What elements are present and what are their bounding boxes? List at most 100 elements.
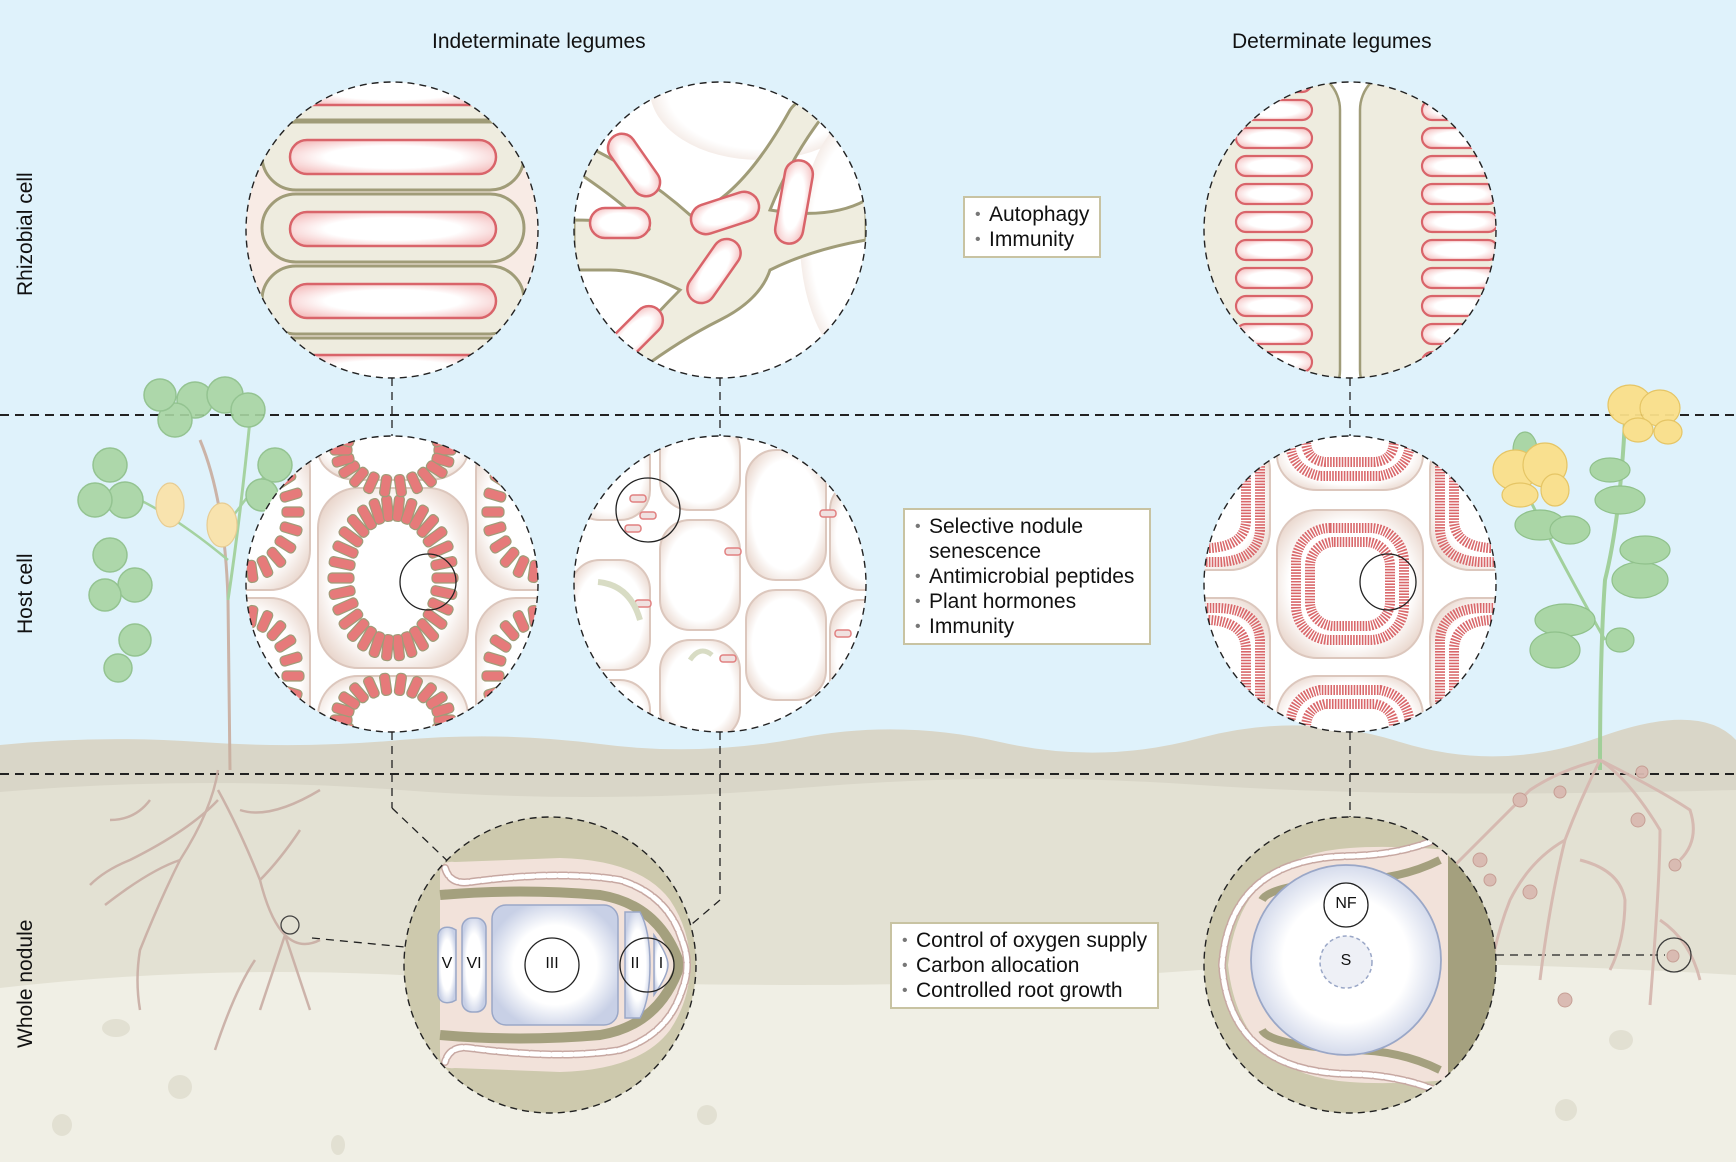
zone-label-nf: NF (1335, 895, 1357, 912)
bacteroid (512, 610, 530, 633)
bacteroid (425, 691, 448, 710)
host-processes-box: Selective nodule senescence Antimicrobia… (903, 508, 1151, 645)
bullet-item: Autophagy (975, 202, 1089, 227)
zone-label-i: I (658, 955, 664, 972)
title-indeterminate-legumes: Indeterminate legumes (432, 30, 646, 53)
bacteroid (274, 634, 297, 653)
bullet-item: Antimicrobial peptides (915, 564, 1139, 589)
bacteroid (1420, 182, 1496, 206)
bacteroid (338, 526, 364, 548)
bacteroid (338, 460, 361, 479)
rhizobial-senescence-circle (574, 82, 866, 378)
bacteroid (368, 497, 386, 525)
bacteroid (400, 497, 418, 525)
bacteroid (409, 504, 429, 531)
title-determinate-legumes: Determinate legumes (1232, 30, 1432, 53)
bacteroid (400, 631, 418, 659)
bacteroid (431, 572, 459, 584)
bacteroid (416, 618, 440, 642)
bullet-item: Plant hormones (915, 589, 1139, 614)
left-plant (77, 376, 321, 1051)
bacteroid (381, 633, 395, 662)
bullet-item: Control of oxygen supply (902, 928, 1147, 953)
bacteroid (489, 535, 512, 554)
zone-label-s: S (1340, 952, 1352, 969)
indeterminate-nodule-circle (404, 817, 696, 1113)
soil-pebbles (52, 1019, 1633, 1155)
bacteroid (483, 521, 507, 537)
bacteroid (379, 672, 393, 697)
bacteroid (362, 675, 380, 699)
bullet-item: Immunity (975, 227, 1089, 252)
bacteroid (393, 672, 407, 697)
bacteroid (281, 506, 305, 518)
bacteroid (499, 546, 520, 568)
host-indeterminate-circle (246, 436, 538, 732)
bacteroid (391, 633, 405, 662)
bacteroid (332, 597, 359, 616)
bacteroid (327, 572, 355, 584)
bullet-item: Controlled root growth (902, 978, 1147, 1003)
bacteroid (1234, 154, 1314, 178)
bacteroid (357, 625, 377, 652)
bacteroid (1234, 238, 1314, 262)
bacteroid (417, 466, 437, 488)
bacteroid (406, 471, 424, 495)
bacteroid (266, 620, 287, 642)
bacteroid (328, 585, 356, 601)
bacteroid (256, 555, 274, 578)
bacteroid (1234, 210, 1314, 234)
bacteroid (499, 620, 520, 642)
right-plant (1448, 384, 1702, 1016)
bacteroid (1420, 266, 1496, 290)
bacteroid (346, 514, 370, 538)
bacteroid (357, 504, 377, 531)
bacteroid (1234, 294, 1314, 318)
bacteroid (483, 651, 507, 667)
bacteroid (368, 631, 386, 659)
bacteroid (279, 521, 303, 537)
right-root-nodule-marker (1656, 937, 1692, 973)
bacteroid (279, 651, 303, 667)
bacteroid (1234, 266, 1314, 290)
bacteroid (393, 473, 407, 498)
bacteroid (431, 702, 455, 718)
rhizobial-processes-box: Autophagy Immunity (963, 196, 1102, 258)
bullet-item: Selective nodule senescence (915, 514, 1139, 564)
bacteroid (422, 526, 448, 548)
bacteroid (406, 675, 424, 699)
bacteroid (512, 555, 530, 578)
bacteroid (338, 608, 364, 630)
bacteroid (1234, 182, 1314, 206)
bacteroid (338, 691, 361, 710)
zone-label-ii: II (630, 955, 640, 972)
bacteroid (379, 473, 393, 498)
row-label-rhizobial-cell: Rhizobial cell (14, 172, 37, 296)
bacteroid (417, 682, 437, 704)
bacteroid (281, 670, 305, 682)
bacteroid (1420, 154, 1496, 178)
zone-label-vi: VI (466, 955, 482, 972)
bullet-item: Immunity (915, 614, 1139, 639)
bacteroid (481, 670, 505, 682)
bacteroid (256, 610, 274, 633)
bacteroid (427, 540, 454, 559)
row-label-host-cell: Host cell (14, 553, 37, 634)
bacteroid (416, 514, 440, 538)
zone-label-iii: III (545, 955, 559, 972)
bacteroid (1420, 210, 1496, 234)
bacteroid (266, 546, 287, 568)
bacteroid (422, 608, 448, 630)
bacteroid (1420, 238, 1496, 262)
bacteroid (483, 487, 507, 503)
bacteroid (274, 535, 297, 554)
nodule-processes-box: Control of oxygen supply Carbon allocati… (890, 922, 1160, 1009)
bullet-item: Carbon allocation (902, 953, 1147, 978)
bacteroid (328, 555, 356, 571)
bacteroid (332, 540, 359, 559)
bacteroid (349, 682, 369, 704)
zone-label-v: V (441, 955, 453, 972)
bacteroid (346, 618, 370, 642)
row-label-whole-nodule: Whole nodule (14, 919, 37, 1048)
